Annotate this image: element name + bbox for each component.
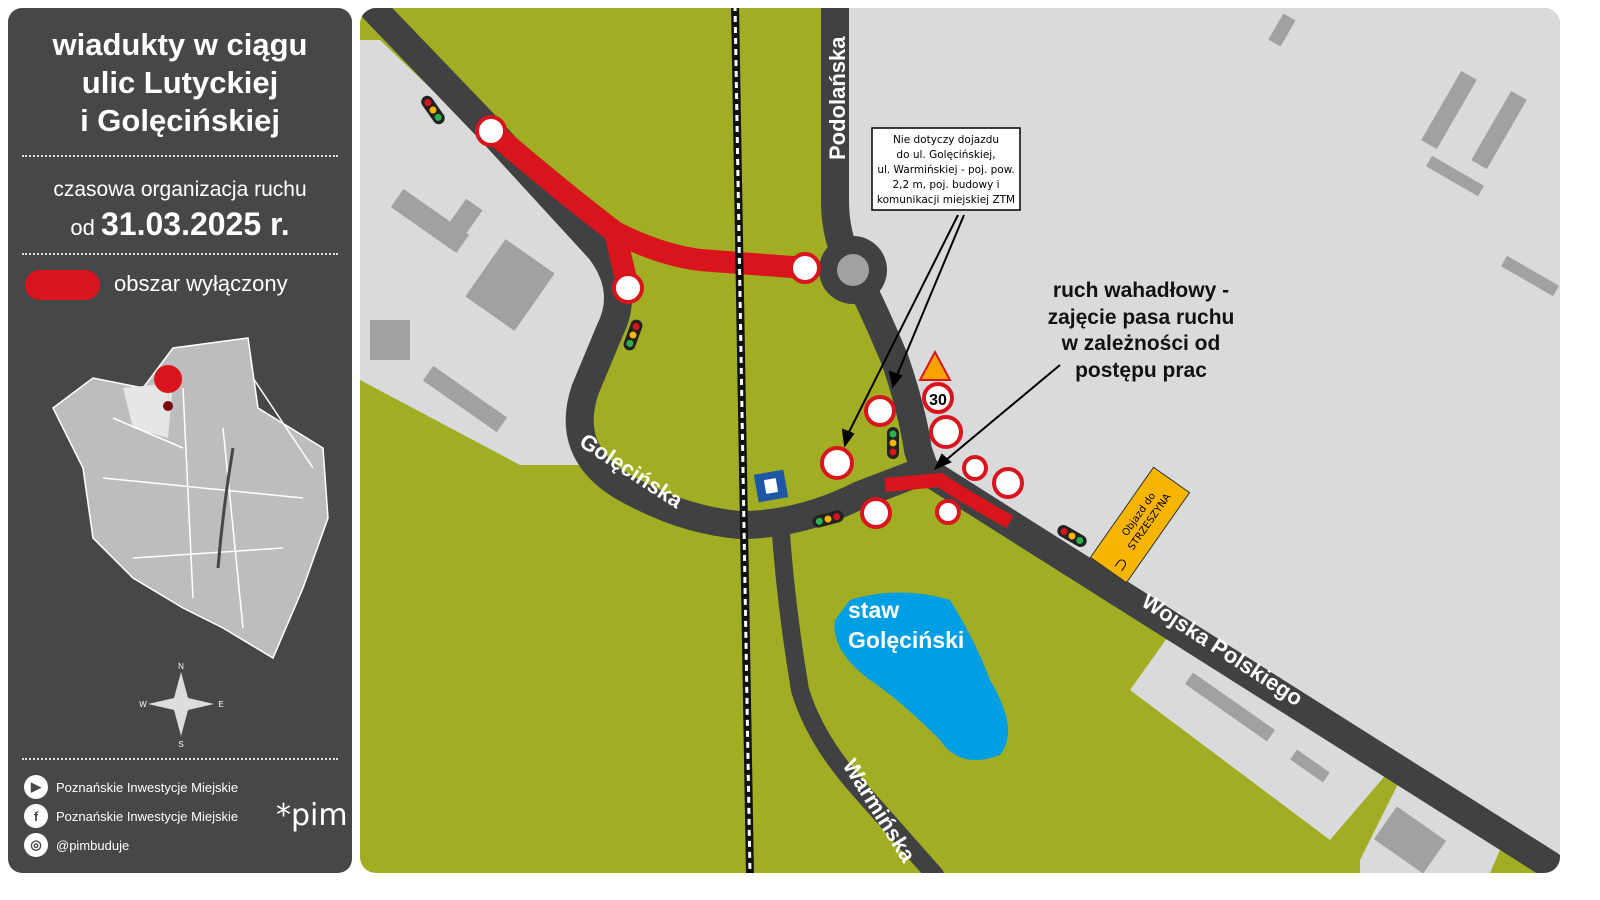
instagram-icon: ◎ (24, 833, 48, 857)
arrows (841, 214, 1061, 470)
city-locator-map (52, 337, 329, 660)
note-line: ul. Warmińskiej - poj. pow. (877, 164, 1014, 176)
roundabout-island (837, 254, 869, 286)
social-label: Poznańskie Inwestycje Miejskie (56, 779, 239, 795)
date-prefix: od (70, 215, 95, 240)
note-line: do ul. Golęcińskiej, (896, 149, 995, 161)
social-label: @pimbuduje (56, 837, 130, 853)
compass-s: S (178, 740, 183, 749)
shuttle-note-line: postępu prac (1075, 359, 1207, 382)
compass-n: N (178, 662, 184, 671)
speed-limit-sign: 30 (929, 392, 947, 409)
legend-swatch-closed (25, 270, 100, 300)
subtitle: czasowa organizacja ruchu (53, 178, 307, 201)
divider (22, 253, 338, 255)
shuttle-note-line: zajęcie pasa ruchu (1048, 306, 1235, 329)
no-entry-signs (475, 115, 1024, 529)
compass-e: E (218, 700, 223, 709)
page-title: wiadukty w ciągu ulic Lutyckiej i Golęci… (8, 26, 352, 140)
pond (834, 592, 1008, 760)
title-line: i Golęcińskiej (80, 103, 280, 138)
legend-label: obszar wyłączony (114, 271, 288, 296)
street-podolanska: Podolańska (825, 36, 850, 160)
divider (22, 758, 338, 760)
date: od 31.03.2025 r. (8, 206, 352, 243)
shuttle-note-line: w zależności od (1061, 332, 1221, 355)
pond-label-2: Golęciński (848, 627, 964, 653)
sidebar: wiadukty w ciągu ulic Lutyckiej i Golęci… (8, 8, 352, 873)
note-line: komunikacji miejskiej ZTM (877, 194, 1015, 206)
social-instagram[interactable]: ◎ @pimbuduje (24, 833, 129, 857)
divider (22, 155, 338, 157)
urban-area-east (835, 8, 1560, 870)
compass-w: W (139, 700, 147, 709)
pond-label-1: staw (848, 597, 899, 623)
shuttle-note-line: ruch wahadłowy - (1053, 279, 1229, 302)
note-line: 2,2 m, poj. budowy i (892, 179, 999, 191)
note-box (871, 127, 1021, 211)
title-line: ulic Lutyckiej (81, 65, 279, 100)
traffic-lights (421, 95, 1087, 547)
title-line: wiadukty w ciągu (52, 27, 308, 62)
social-label: Poznańskie Inwestycje Miejskie (56, 808, 239, 824)
roadworks-sign (918, 349, 952, 381)
compass-icon: N E S W (139, 662, 223, 749)
note-line: Nie dotyczy dojazdu (893, 134, 999, 146)
social-facebook[interactable]: f Poznańskie Inwestycje Miejskie (24, 804, 238, 828)
youtube-icon: ▶ (24, 775, 48, 799)
social-youtube[interactable]: ▶ Poznańskie Inwestycje Miejskie (24, 775, 238, 799)
buildings (370, 13, 1559, 873)
facebook-icon: f (24, 804, 48, 828)
pim-logo: *pim (276, 798, 348, 833)
warminska-road (771, 511, 944, 873)
date-value: 31.03.2025 r. (100, 206, 290, 242)
